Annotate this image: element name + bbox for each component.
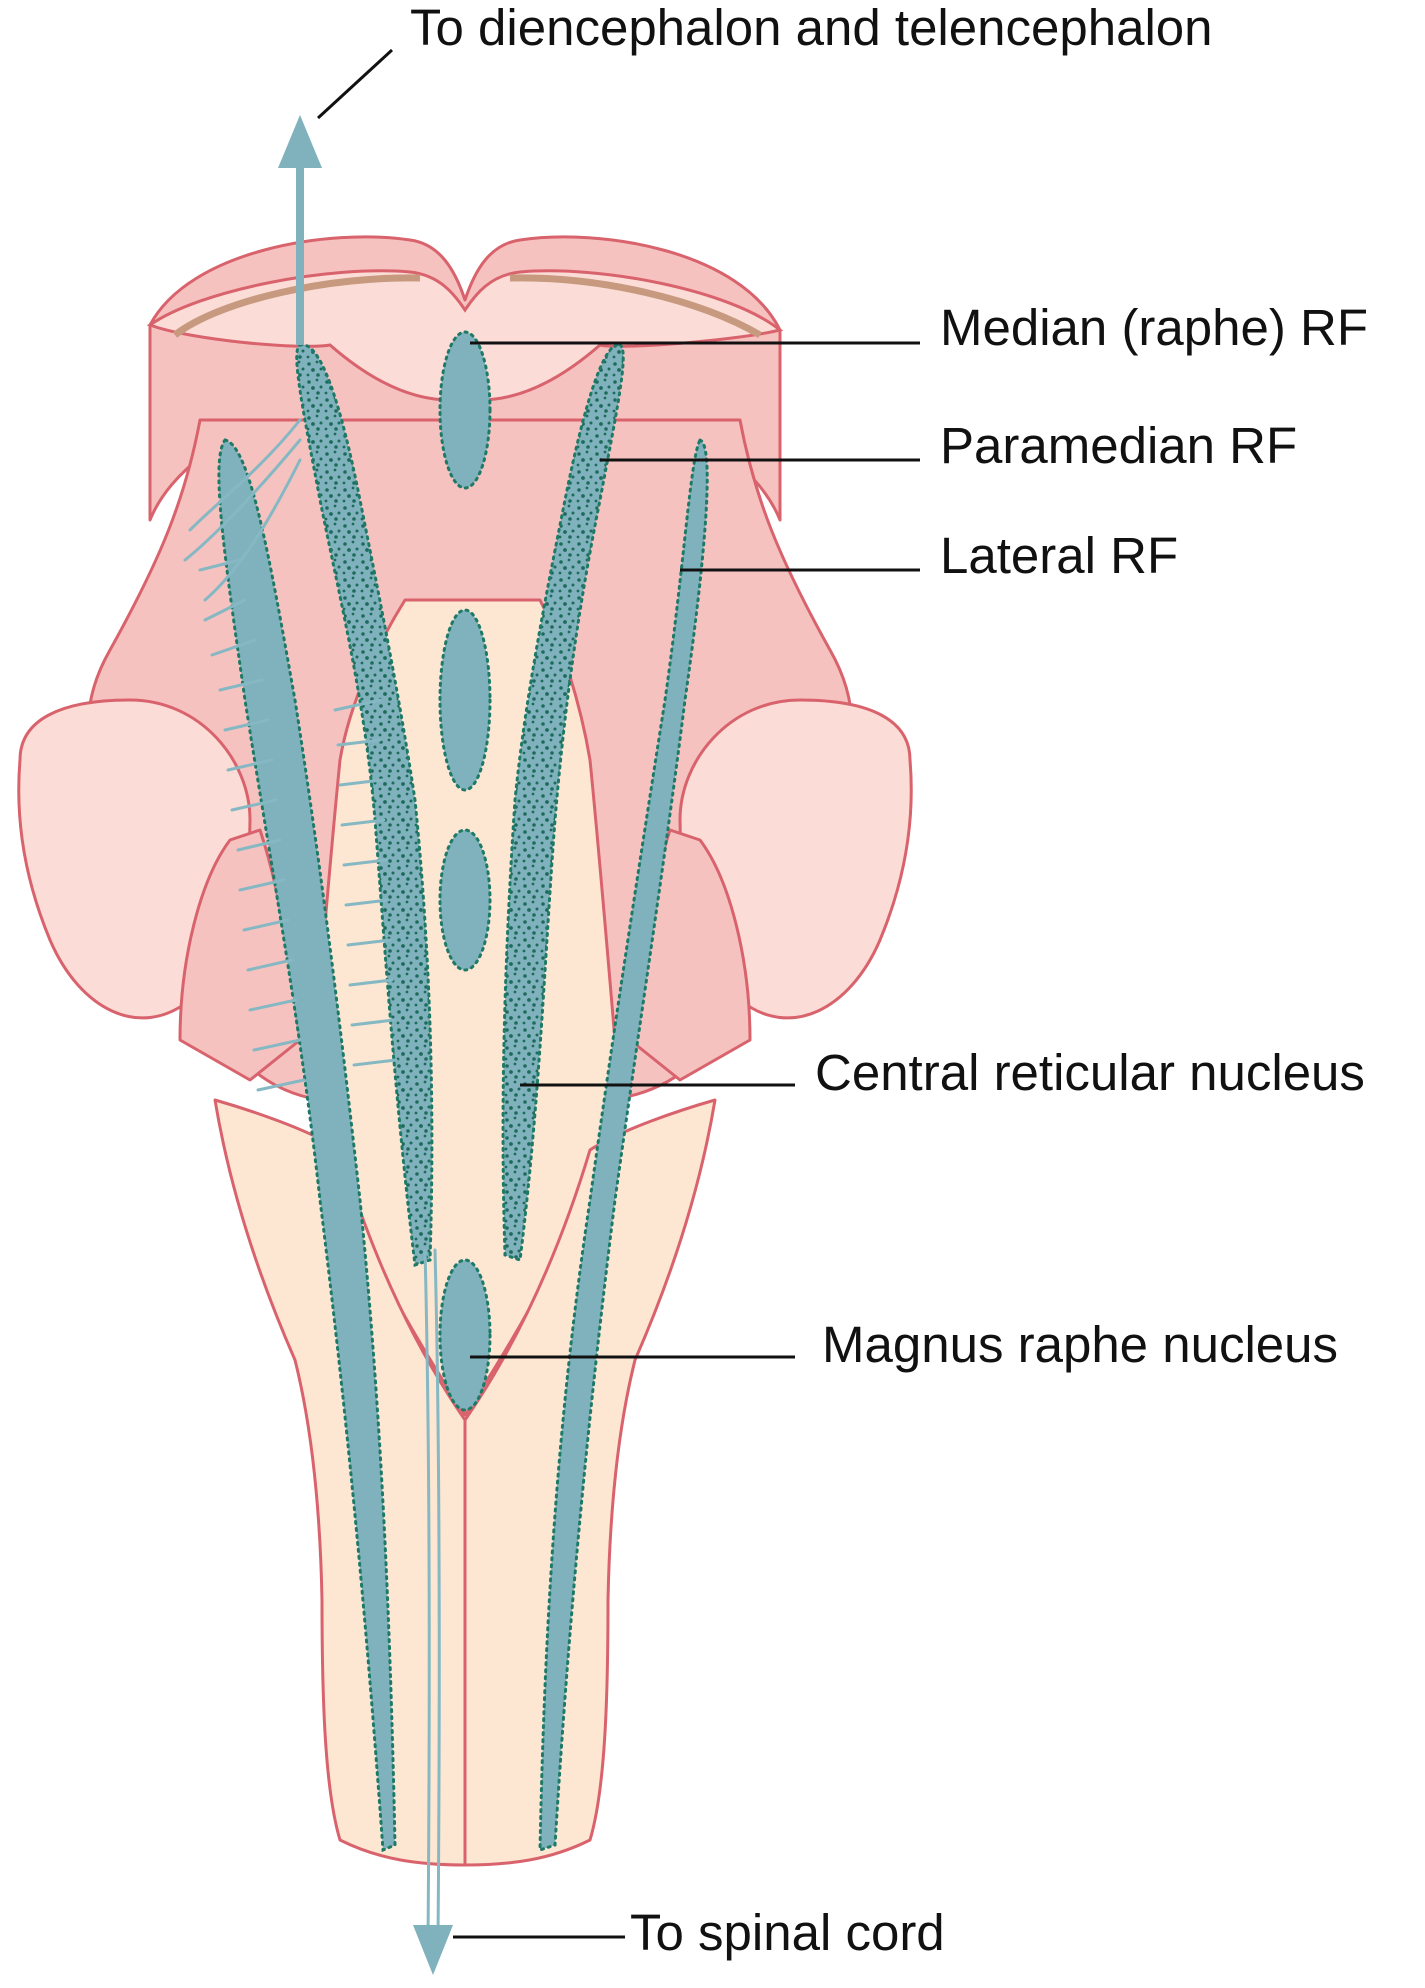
- label-median-raphe-rf: Median (raphe) RF: [940, 299, 1368, 356]
- magnus-raphe-nucleus: [438, 1258, 492, 1412]
- midbrain-edge-shading: [172, 274, 762, 339]
- lateral-rf: [217, 438, 709, 1853]
- label-paramedian-rf: Paramedian RF: [940, 417, 1297, 474]
- raphe-nucleus-3: [438, 828, 492, 972]
- label-central-reticular-nucleus: Central reticular nucleus: [815, 1044, 1365, 1101]
- leader-lines: [316, 48, 920, 1939]
- up-arrowhead-icon: [278, 115, 322, 168]
- label-to-diencephalon: To diencephalon and telencephalon: [410, 0, 1213, 56]
- label-lateral-rf: Lateral RF: [940, 527, 1178, 584]
- descending-projection-arrow: [413, 1248, 453, 1975]
- paramedian-rf: [295, 343, 625, 1268]
- lateral-rf-left: [217, 438, 397, 1853]
- raphe-nucleus-1: [438, 330, 492, 490]
- label-magnus-raphe-nucleus: Magnus raphe nucleus: [822, 1316, 1338, 1373]
- label-to-spinal-cord: To spinal cord: [630, 1904, 945, 1961]
- paramedian-rf-right: [501, 343, 625, 1263]
- median-raphe-rf: [438, 330, 492, 1412]
- down-arrowhead-icon: [413, 1925, 453, 1975]
- paramedian-rf-left: [295, 343, 434, 1268]
- raphe-nucleus-2: [438, 608, 492, 792]
- fiber-branches: [183, 418, 398, 1092]
- lateral-rf-right: [538, 438, 709, 1853]
- ascending-projection-arrow: [278, 115, 322, 345]
